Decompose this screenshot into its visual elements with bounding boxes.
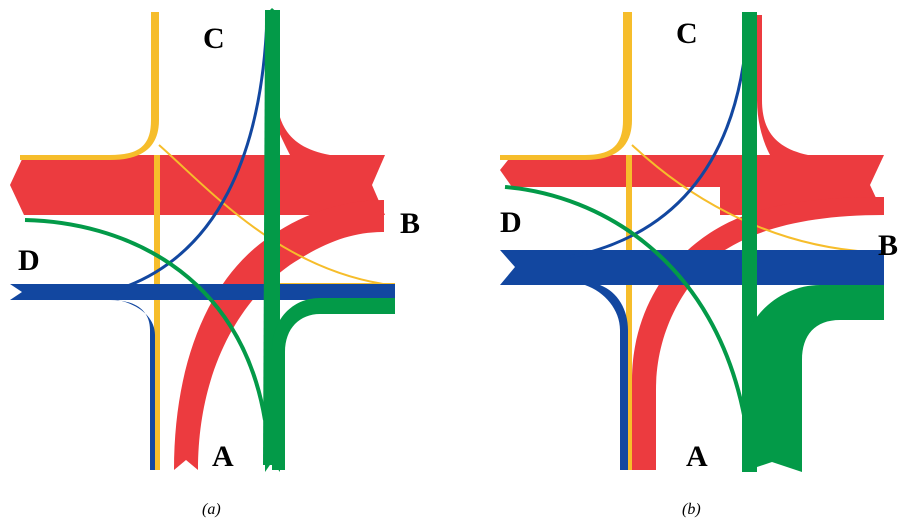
yellow-thin-arc xyxy=(158,144,391,286)
node-b-label-a: B xyxy=(400,207,420,240)
yellow-vertical-line xyxy=(626,155,632,470)
yellow-c-to-d-curve xyxy=(500,12,632,160)
node-d-label-b: D xyxy=(500,206,522,239)
caption-b: (b) xyxy=(682,501,701,518)
caption-a: (a) xyxy=(202,501,221,518)
node-c-label-a: C xyxy=(203,22,225,55)
green-flows-a xyxy=(24,8,395,472)
blue-horizontal-band xyxy=(500,250,884,285)
node-a-label-a: A xyxy=(212,440,234,473)
panel-b: C B A D (b) xyxy=(500,12,898,518)
green-d-to-a-arc xyxy=(504,185,747,421)
yellow-c-to-d-curve xyxy=(20,12,159,160)
red-b-to-d-band xyxy=(10,155,385,215)
green-b-to-a-turn xyxy=(272,298,395,470)
green-flows-b xyxy=(504,12,884,472)
blue-a-to-d-curve xyxy=(585,285,628,470)
red-b-to-d-band xyxy=(500,155,884,215)
green-d-to-a-arc xyxy=(24,218,267,421)
panel-a: C B A D (a) xyxy=(10,8,420,518)
yellow-flows-b xyxy=(500,12,871,470)
green-b-to-a-turn xyxy=(742,285,884,472)
yellow-thin-arc xyxy=(631,144,871,253)
node-c-label-b: C xyxy=(676,17,698,50)
blue-c-to-d-arc xyxy=(569,19,750,259)
blue-c-to-d-arc xyxy=(109,17,269,294)
red-flows-b xyxy=(500,15,884,470)
red-c-to-b-turn xyxy=(757,15,808,155)
node-a-label-b: A xyxy=(686,440,708,473)
node-b-label-b: B xyxy=(878,229,898,262)
red-flows-a xyxy=(10,15,385,470)
yellow-flows-a xyxy=(20,12,395,470)
red-c-to-b-turn xyxy=(272,15,330,155)
blue-a-to-d-curve xyxy=(110,300,155,470)
node-d-label-a: D xyxy=(18,244,40,277)
yellow-vertical-line xyxy=(154,155,160,470)
blue-flows-b xyxy=(500,19,884,470)
